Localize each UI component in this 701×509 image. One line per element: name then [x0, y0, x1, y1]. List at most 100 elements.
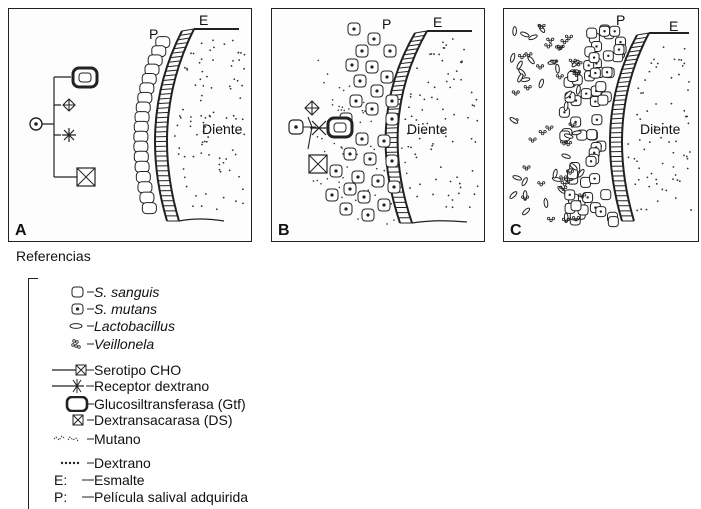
dentin-dot — [242, 188, 244, 190]
s-mutans-dot — [595, 45, 597, 47]
legend-item: S. sanguis — [32, 284, 159, 300]
s-mutans-dot — [372, 37, 375, 40]
veillonela-icon — [560, 176, 562, 178]
dentin-dot — [646, 110, 648, 112]
hatch-line — [156, 117, 168, 118]
dentin-dot — [436, 98, 438, 100]
hatch-line — [159, 98, 171, 99]
veillonela-icon — [546, 126, 548, 128]
legend-title: Referencias — [16, 248, 91, 264]
dentin-dot — [195, 84, 197, 86]
veillonela-icon — [515, 93, 517, 95]
dentin-dot — [463, 49, 465, 51]
s-mutans-dot — [569, 194, 571, 196]
veillonela-icon — [577, 64, 579, 66]
dentin-dot — [663, 46, 665, 48]
hatch-line — [167, 65, 179, 66]
veillonela-icon — [563, 41, 565, 43]
dentin-dot — [199, 78, 201, 80]
dentin-dot — [634, 183, 636, 185]
s-mutans-dot — [382, 139, 385, 142]
dentin-dot — [240, 52, 242, 54]
dextrano-dot — [362, 112, 364, 114]
dentin-dot — [638, 167, 640, 169]
dextrano-dot — [324, 151, 326, 153]
dentin-dot — [421, 109, 423, 111]
lactobacillus-icon — [561, 153, 571, 159]
legend-label: Glucosiltransferasa (Gtf) — [94, 396, 246, 412]
dentin-dot — [186, 186, 188, 188]
s-mutans-dot — [350, 63, 353, 66]
dentin-dot — [469, 206, 471, 208]
s-mutans-dot — [594, 100, 596, 102]
dentin-dot — [184, 67, 186, 69]
hatch-line — [404, 53, 416, 55]
hatch-line — [612, 114, 624, 115]
dentin-dot — [427, 81, 429, 83]
hatch-line — [398, 67, 410, 68]
s-sanguis-icon — [138, 182, 152, 193]
gtf-inner — [334, 123, 346, 132]
dentin-dot — [459, 183, 461, 185]
s-sanguis-icon — [136, 172, 150, 183]
s-mutans-dot — [390, 117, 393, 120]
dextrano-dot — [321, 138, 323, 140]
dentin-dot — [416, 157, 418, 159]
hatch-line — [622, 68, 634, 69]
hatch-line — [176, 43, 188, 45]
veillonela-icon — [547, 217, 549, 219]
dentin-dot — [471, 92, 473, 94]
s-mutans-dot — [390, 159, 393, 162]
legend-item: S. mutans — [32, 301, 157, 317]
hatch-line — [170, 56, 182, 57]
hatch-line — [391, 90, 403, 91]
hatch-line — [163, 79, 175, 80]
s-sanguis-icon — [134, 151, 148, 162]
hatch-line — [614, 100, 626, 101]
veillonela-icon — [556, 75, 558, 77]
dentin-dot — [448, 195, 450, 197]
dextrano-dot — [401, 147, 403, 149]
dentin-dot — [419, 138, 421, 140]
mature-plaque-cells — [509, 24, 626, 227]
hatch-line — [618, 82, 630, 83]
dentin-dot — [419, 94, 421, 96]
legend-item: Glucosiltransferasa (Gtf) — [32, 396, 246, 412]
dentin-dot — [434, 86, 436, 88]
dentin-dot — [212, 39, 214, 41]
dentin-dot — [649, 71, 651, 73]
dentin-dot — [678, 74, 680, 76]
dentin-dot — [472, 104, 474, 106]
dentin-dot — [639, 118, 641, 120]
s-mutans-dot — [606, 71, 608, 73]
s-sanguis-icon — [134, 141, 148, 152]
dentin-dot — [675, 174, 677, 176]
veillonela-icon — [512, 91, 514, 93]
gtf-inner — [79, 73, 91, 82]
dentin-dot — [213, 111, 215, 113]
dextrano-dot — [349, 85, 351, 87]
veillonela-icon — [560, 141, 562, 143]
dentin-dot — [646, 209, 648, 211]
s-sanguis-icon — [601, 190, 611, 200]
dextrano-dot — [342, 106, 344, 108]
dextrano-dot — [370, 121, 372, 123]
veillonela-icon — [569, 123, 571, 125]
lactobacillus-icon — [552, 169, 558, 179]
dextrano-dot — [65, 462, 67, 464]
dentin-dot — [668, 141, 670, 143]
hatch-line — [629, 50, 641, 52]
hatch-line — [166, 70, 178, 71]
dentin-dot — [201, 42, 203, 44]
dentin-dot — [410, 96, 412, 98]
dentin-dot — [238, 176, 240, 178]
dentin-dot — [190, 52, 192, 54]
dentin-dot — [686, 156, 688, 158]
p-label: P — [149, 26, 158, 42]
legend-item: E:Esmalte — [32, 472, 145, 488]
dentin-dot — [195, 195, 197, 197]
legend-frame-top — [28, 278, 38, 280]
dentin-dot — [201, 144, 203, 146]
dextrano-dot — [332, 104, 334, 106]
hatch-line — [631, 46, 643, 48]
